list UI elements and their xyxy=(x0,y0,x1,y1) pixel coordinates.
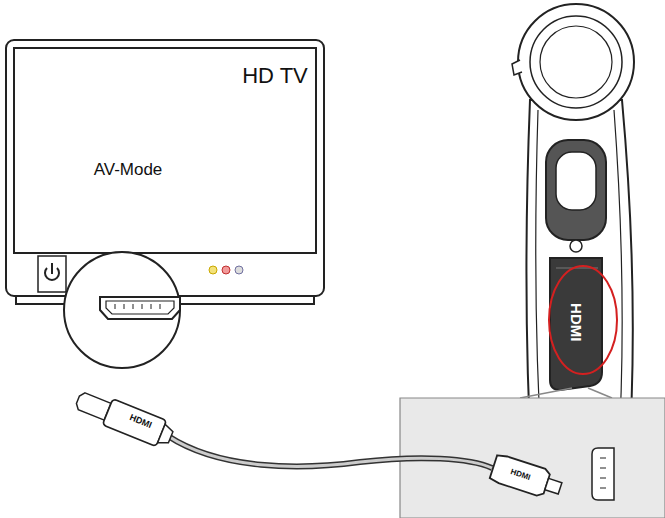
tv-set xyxy=(6,40,324,304)
plug-logo: HDMI xyxy=(509,468,531,483)
hdmi-cable xyxy=(73,387,565,502)
port-logo: HDMI xyxy=(568,303,585,341)
plug-logo: HDMI xyxy=(127,413,152,431)
screen-mode: AV-Mode xyxy=(94,161,163,180)
port-magnifier xyxy=(64,252,180,368)
connector-inset xyxy=(400,388,665,518)
tv-screen: HD TV AV-Mode xyxy=(16,50,314,251)
screen-title: HD TV xyxy=(242,64,308,88)
